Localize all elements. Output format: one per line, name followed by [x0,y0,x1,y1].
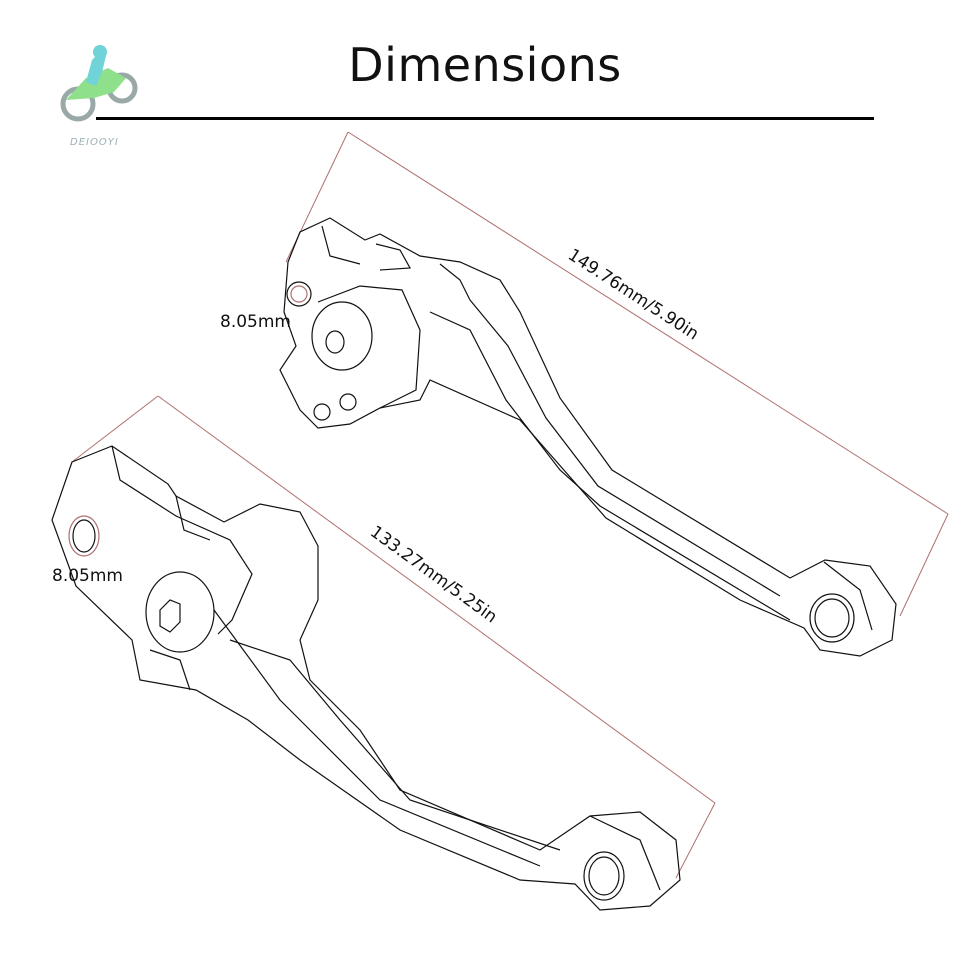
lower-hole-label: 8.05mm [52,566,123,586]
upper-hole-label: 8.05mm [220,312,291,332]
lower-lever [51,445,681,911]
page-title: Dimensions [348,38,622,92]
title-divider [96,117,874,120]
upper-lever [279,217,897,657]
lower-dimension-line [71,395,716,879]
brand-name: DEIOOYI [70,137,119,148]
brand-logo-icon [56,42,140,122]
